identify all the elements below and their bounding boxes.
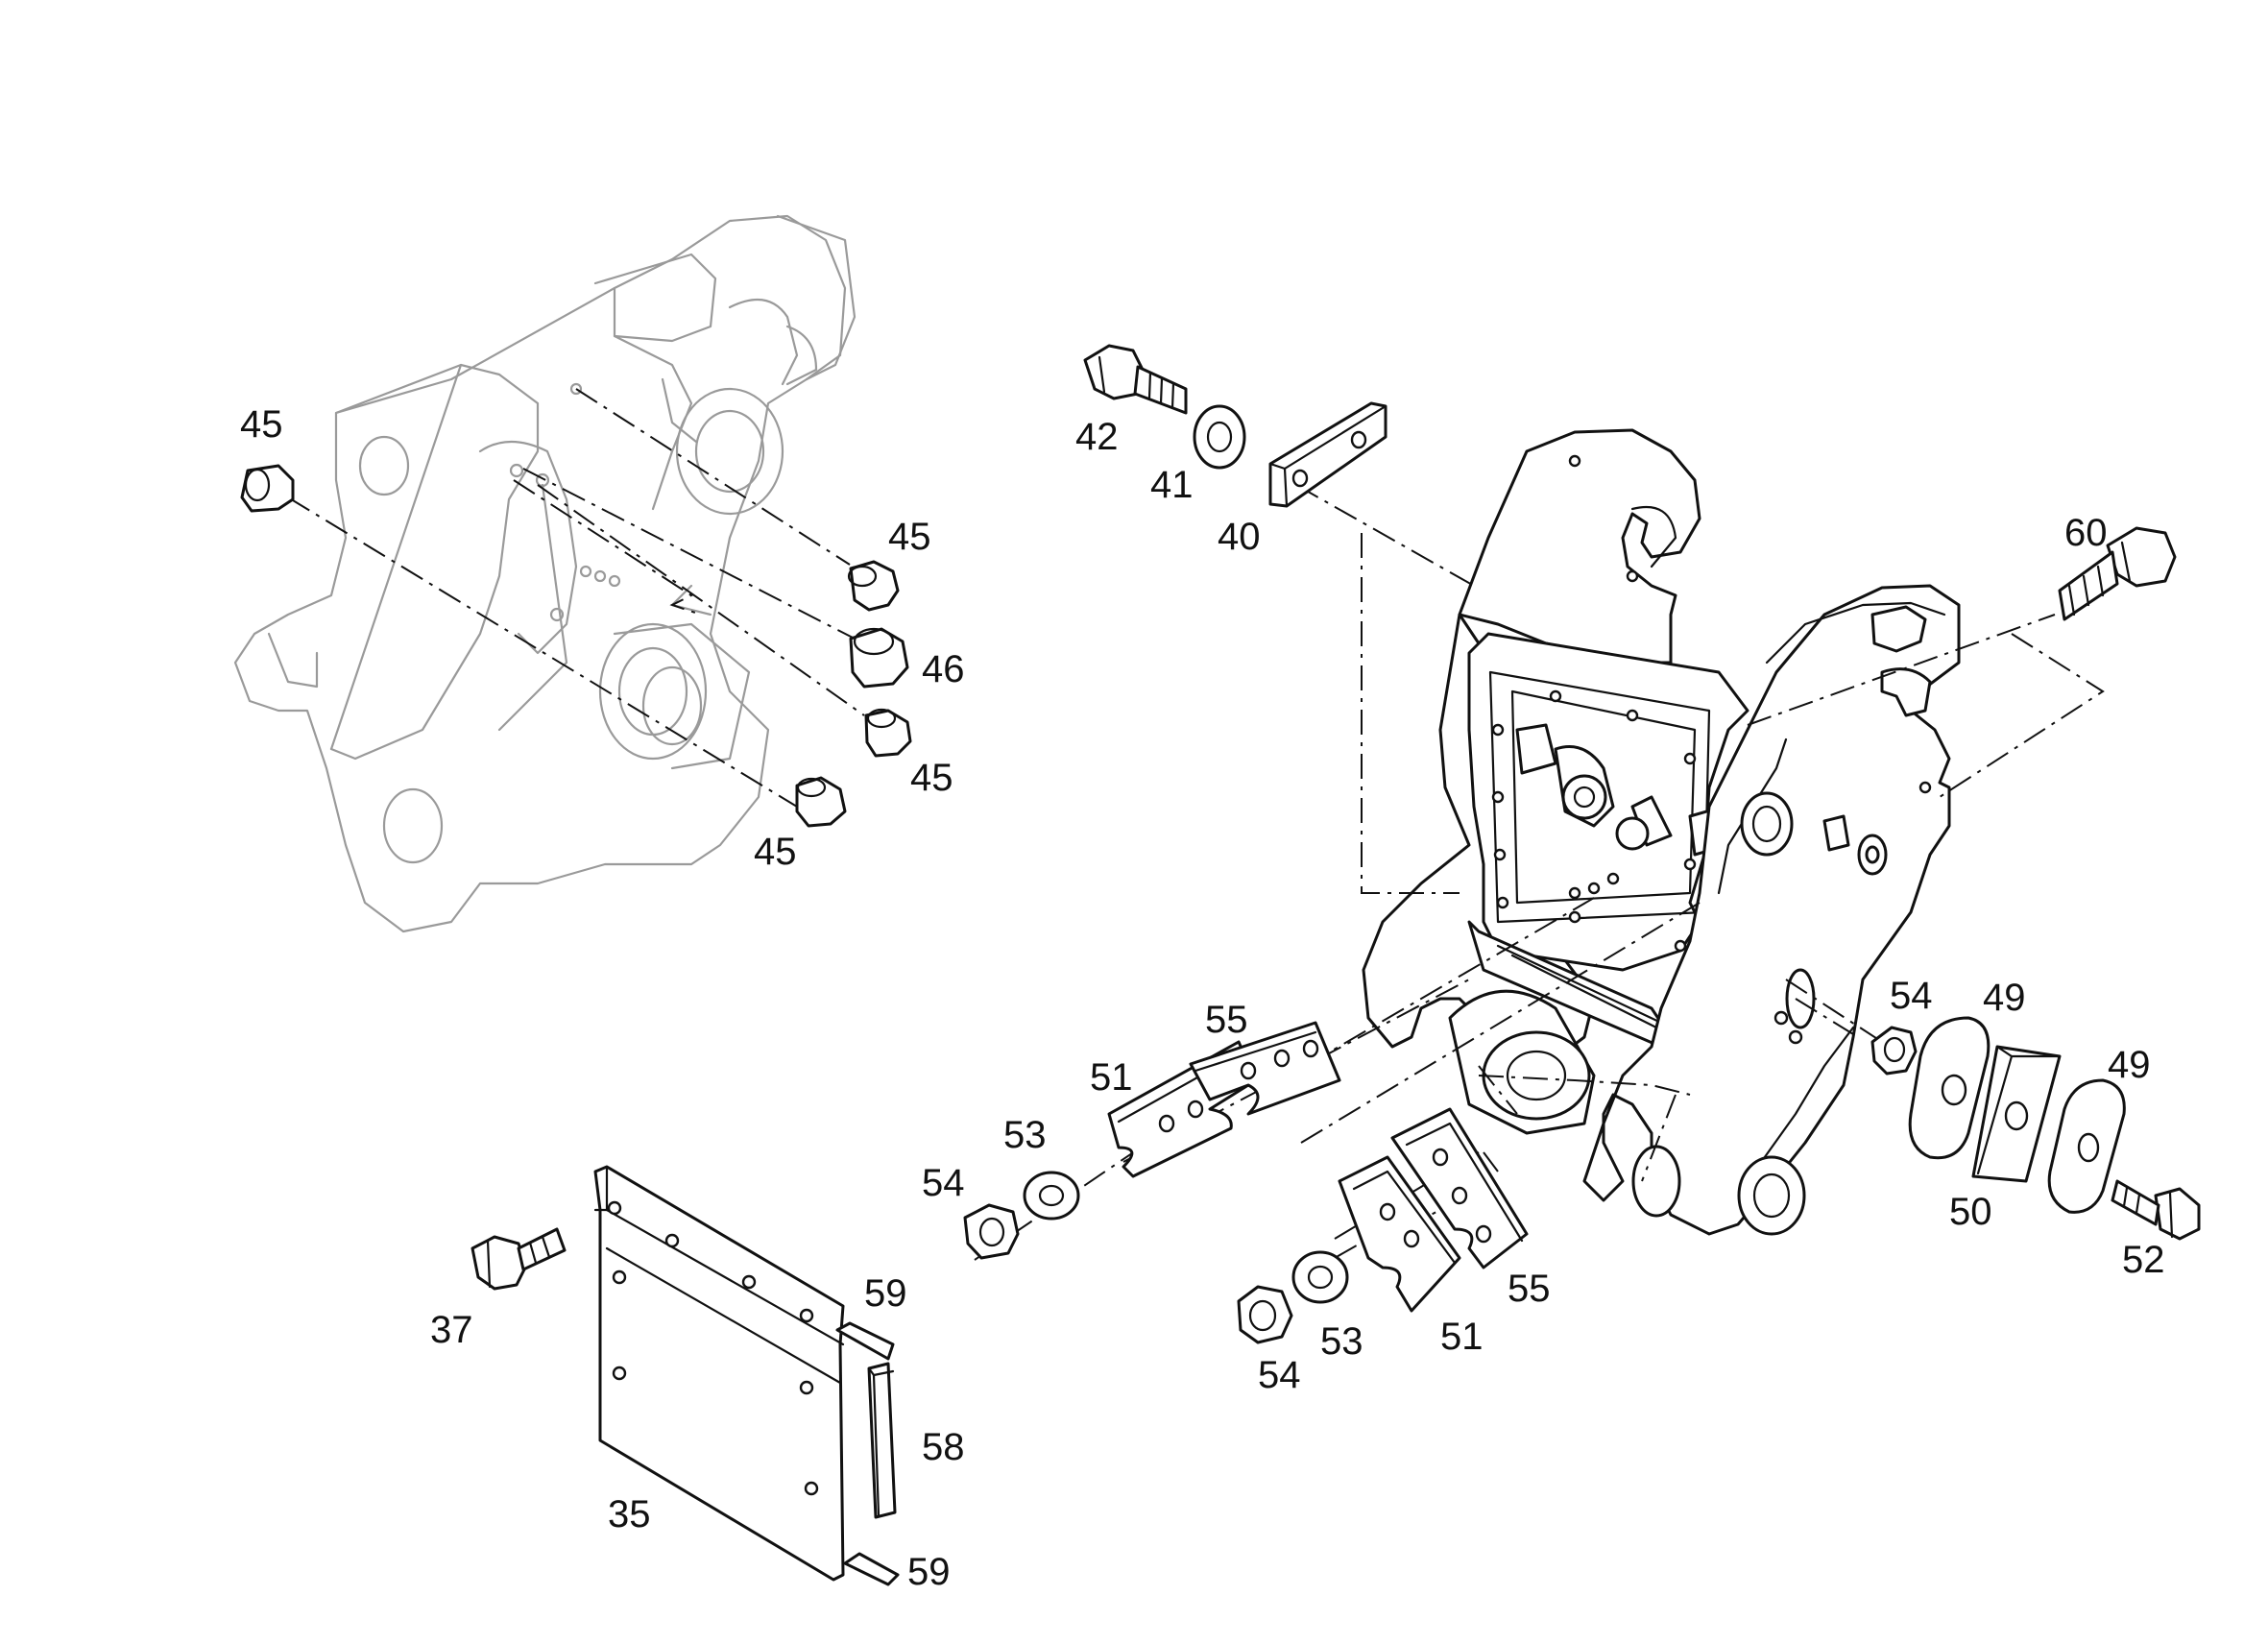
callout-49: 49 [2108, 1044, 2151, 1086]
ghost-axis-lines [287, 388, 865, 808]
callout-45: 45 [910, 757, 953, 799]
callout-35: 35 [608, 1493, 651, 1535]
strip-59-bottom [843, 1552, 900, 1586]
bolt-42 [1083, 344, 1188, 415]
callout-labels: 45 45 46 45 45 42 41 40 60 55 51 53 54 5… [240, 403, 2165, 1593]
bar-58 [867, 1362, 897, 1519]
callout-53: 53 [1003, 1114, 1047, 1156]
bolt-60 [2058, 526, 2177, 621]
callout-40: 40 [1218, 516, 1261, 558]
callout-45: 45 [888, 516, 931, 558]
callout-59: 59 [907, 1551, 951, 1593]
washer-53-left [1023, 1171, 1080, 1221]
callout-52: 52 [2122, 1239, 2165, 1281]
callout-54: 54 [922, 1162, 965, 1204]
callout-53: 53 [1320, 1320, 1363, 1363]
strip-59-top [835, 1321, 895, 1361]
callout-51: 51 [1090, 1056, 1133, 1099]
callout-58: 58 [922, 1426, 965, 1468]
washer-plate-49-left [1908, 1016, 1991, 1160]
callout-41: 41 [1150, 464, 1194, 506]
callout-37: 37 [430, 1309, 473, 1351]
shim-55-left [1189, 1021, 1341, 1116]
shim-51-lower [1338, 1155, 1461, 1313]
wear-plate-35 [593, 1165, 845, 1582]
callout-42: 42 [1075, 416, 1119, 458]
nut-54-right [1870, 1026, 1918, 1076]
callout-55: 55 [1508, 1268, 1551, 1310]
callout-59: 59 [864, 1272, 907, 1315]
callout-45: 45 [754, 831, 797, 873]
washer-41 [1193, 404, 1246, 470]
nut-54-left [963, 1203, 1020, 1260]
nut-54-lower [1237, 1285, 1293, 1344]
washer-plate-49-right [2047, 1078, 2126, 1214]
callout-45: 45 [240, 403, 283, 446]
callout-54: 54 [1890, 975, 1933, 1017]
quick-coupler-body [1362, 428, 1961, 1236]
callout-51: 51 [1440, 1316, 1484, 1358]
callout-49: 49 [1983, 977, 2026, 1019]
plug-46 [849, 627, 909, 689]
plug-45-upper-right [847, 560, 900, 612]
callout-50: 50 [1949, 1191, 1992, 1233]
plug-45-middle [864, 708, 912, 758]
shim-55-lower [1390, 1107, 1529, 1269]
callout-46: 46 [922, 648, 965, 690]
ghost-coupler-assembly [233, 214, 857, 933]
plug-45-lower [795, 776, 847, 828]
wedge-plate-50 [1971, 1045, 2062, 1183]
callout-54: 54 [1258, 1354, 1301, 1396]
plug-45-left [240, 464, 295, 513]
callout-55: 55 [1205, 999, 1248, 1041]
bolt-37 [470, 1227, 567, 1291]
bolt-52 [2111, 1179, 2201, 1241]
plate-40 [1268, 401, 1387, 508]
washer-53-lower [1291, 1250, 1349, 1304]
callout-60: 60 [2064, 512, 2108, 554]
